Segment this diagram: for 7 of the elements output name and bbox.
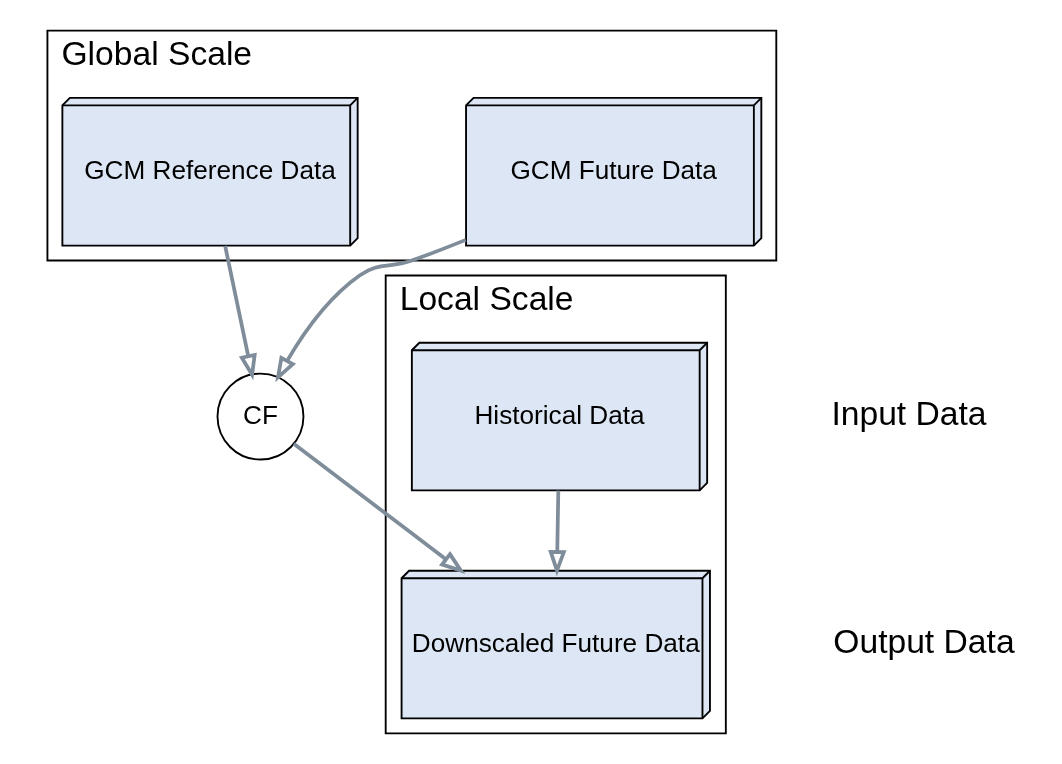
label: Output Data — [833, 622, 1015, 660]
arrow — [292, 442, 466, 575]
arrow — [548, 490, 567, 577]
node-circle: CF — [216, 372, 305, 461]
arrow — [223, 245, 257, 381]
arrow — [275, 238, 467, 383]
label: Input Data — [831, 394, 987, 432]
